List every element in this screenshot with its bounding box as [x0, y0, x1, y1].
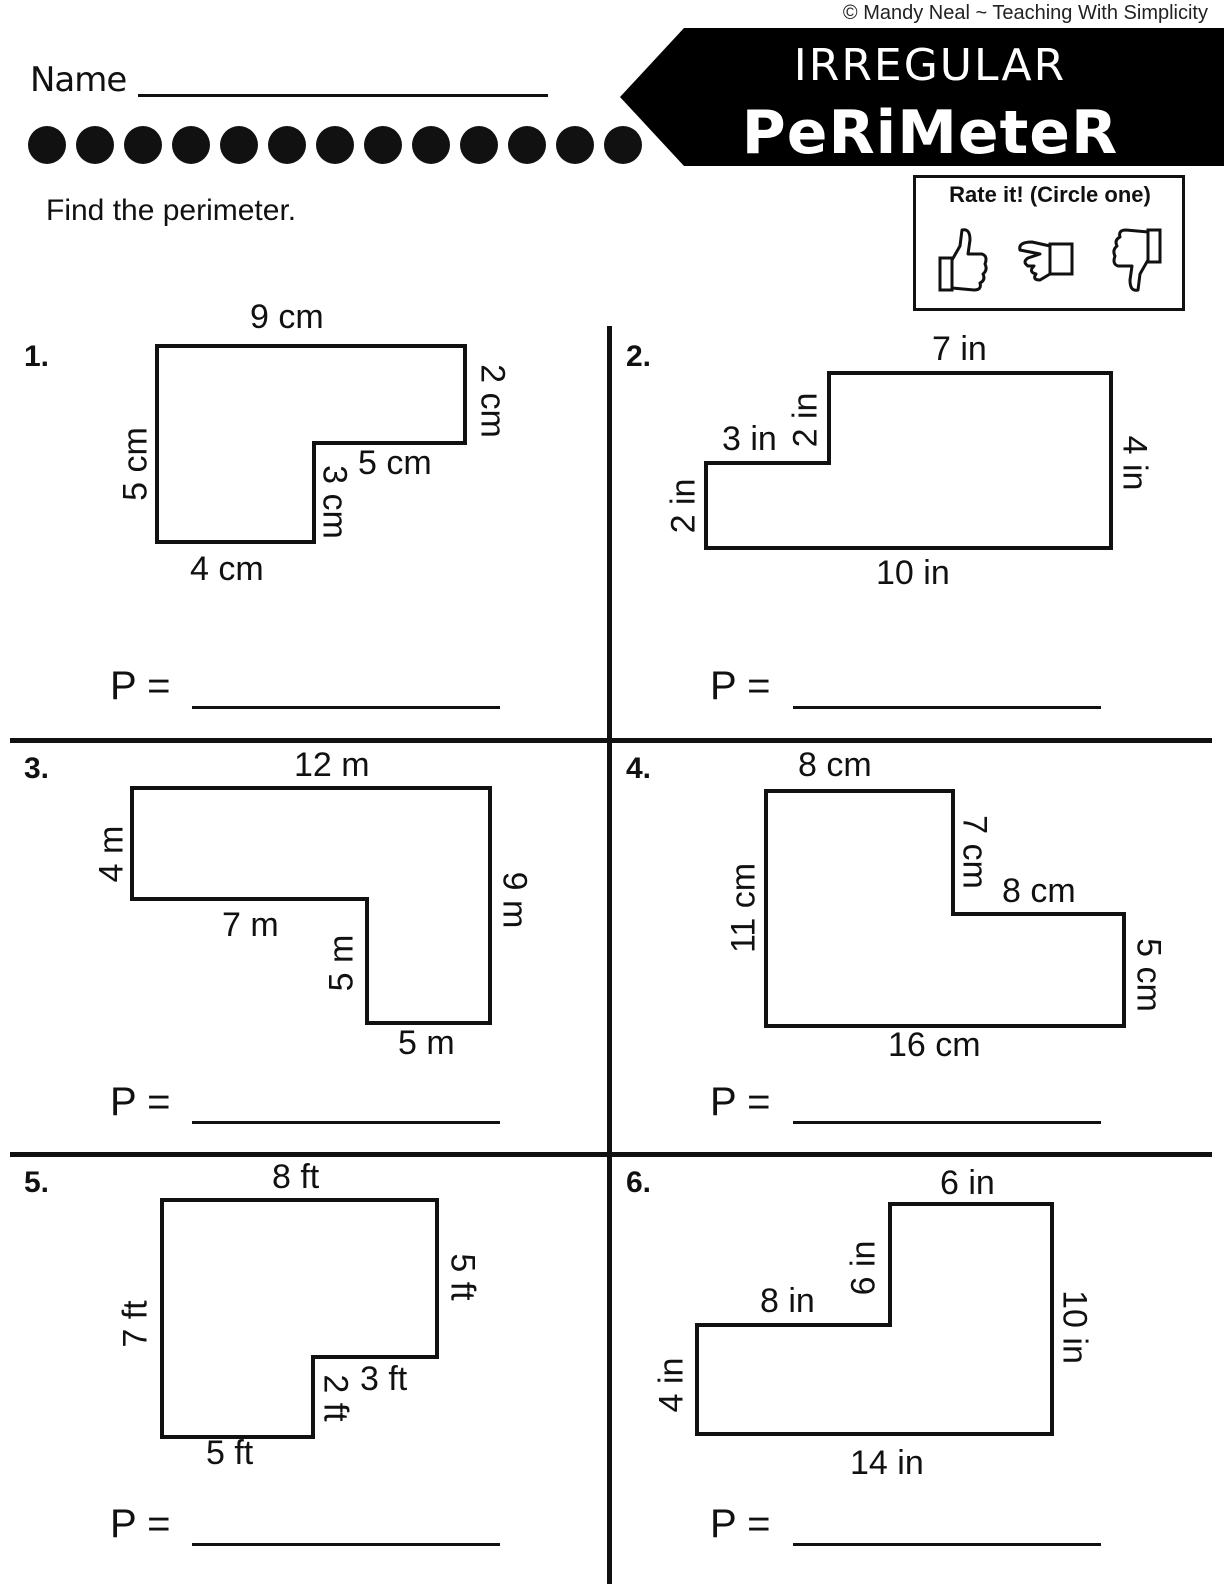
perimeter-label: P = [110, 1080, 171, 1124]
dot [220, 126, 258, 164]
perimeter-label: P = [710, 664, 771, 708]
dot [460, 126, 498, 164]
dimension-label: 4 m [92, 825, 131, 883]
dimension-label: 9 m [495, 871, 534, 929]
horizontal-divider [10, 738, 1212, 743]
dimension-label: 6 in [940, 1164, 995, 1202]
dimension-label: 10 in [876, 554, 950, 592]
decorative-dots [28, 126, 648, 166]
dimension-label: 5 ft [206, 1434, 254, 1472]
name-label: Name [30, 60, 127, 100]
title-banner [620, 28, 1224, 166]
dimension-label: 3 in [722, 420, 777, 458]
problem-number: 3. [24, 752, 50, 785]
problem-number: 5. [24, 1166, 50, 1199]
dimension-label: 5 ft [443, 1253, 482, 1301]
dimension-label: 2 in [664, 478, 703, 534]
instructions-text: Find the perimeter. [46, 194, 297, 227]
problem-number: 6. [626, 1166, 652, 1199]
dimension-label: 10 in [1055, 1290, 1094, 1364]
problem-number: 4. [626, 752, 652, 785]
perimeter-label: P = [110, 664, 171, 708]
dot [412, 126, 450, 164]
rating-box [913, 175, 1185, 311]
dimension-label: 5 cm [1129, 938, 1168, 1012]
dimension-label: 8 ft [272, 1158, 320, 1196]
dimension-label: 7 cm [955, 815, 994, 889]
horizontal-divider [10, 1152, 1212, 1157]
dimension-label: 5 m [398, 1024, 455, 1062]
shape-5 [160, 1198, 439, 1439]
title-line-2: PeRiMeteR [741, 98, 1119, 168]
problem-number: 1. [24, 340, 50, 373]
dot [172, 126, 210, 164]
thumbs-up-icon[interactable] [930, 224, 990, 296]
answer-line[interactable] [192, 1543, 500, 1546]
dimension-label: 7 in [932, 330, 987, 368]
dimension-label: 14 in [850, 1444, 924, 1482]
dimension-label: 12 m [294, 746, 370, 784]
dot [364, 126, 402, 164]
perimeter-label: P = [710, 1502, 771, 1546]
answer-line[interactable] [192, 1121, 500, 1124]
dimension-label: 11 cm [724, 862, 763, 954]
dimension-label: 8 cm [1002, 872, 1076, 910]
dot [28, 126, 66, 164]
problem-number: 2. [626, 340, 652, 373]
dimension-label: 8 cm [798, 746, 872, 784]
dimension-label: 8 in [760, 1282, 815, 1320]
copyright-text: © Mandy Neal ~ Teaching With Simplicity [842, 2, 1208, 24]
shape-3 [130, 786, 492, 1025]
rating-label: Rate it! (Circle one) [949, 182, 1151, 207]
shape-2 [704, 371, 1113, 550]
dimension-label: 4 cm [190, 550, 264, 588]
dimension-label: 2 ft [316, 1374, 355, 1422]
shape-6 [695, 1202, 1054, 1436]
dimension-label: 9 cm [250, 298, 324, 336]
vertical-divider [607, 326, 612, 1584]
name-input-line[interactable] [138, 94, 548, 97]
dot [268, 126, 306, 164]
dimension-label: 5 cm [116, 427, 155, 501]
dimension-label: 16 cm [888, 1026, 981, 1064]
dimension-label: 7 m [222, 906, 279, 944]
perimeter-label: P = [710, 1080, 771, 1124]
dot [76, 126, 114, 164]
title-line-1: IRREGULAR [793, 40, 1067, 91]
thumbs-sideways-icon[interactable] [1014, 224, 1078, 296]
answer-line[interactable] [793, 1543, 1101, 1546]
perimeter-label: P = [110, 1502, 171, 1546]
dimension-label: 5 m [322, 934, 361, 992]
dot [316, 126, 354, 164]
dimension-label: 6 in [844, 1240, 883, 1296]
dimension-label: 3 cm [315, 465, 354, 539]
answer-line[interactable] [192, 706, 500, 709]
dot [556, 126, 594, 164]
dot [508, 126, 546, 164]
answer-line[interactable] [793, 706, 1101, 709]
dimension-label: 4 in [1115, 435, 1154, 491]
dimension-label: 4 in [652, 1357, 691, 1413]
dimension-label: 5 cm [358, 444, 432, 482]
dimension-label: 7 ft [116, 1300, 155, 1348]
dot [604, 126, 642, 164]
dimension-label: 2 cm [473, 364, 512, 438]
dimension-label: 3 ft [360, 1360, 408, 1398]
thumbs-down-icon[interactable] [1110, 224, 1170, 296]
dot [124, 126, 162, 164]
dimension-label: 2 in [786, 392, 825, 448]
answer-line[interactable] [793, 1121, 1101, 1124]
